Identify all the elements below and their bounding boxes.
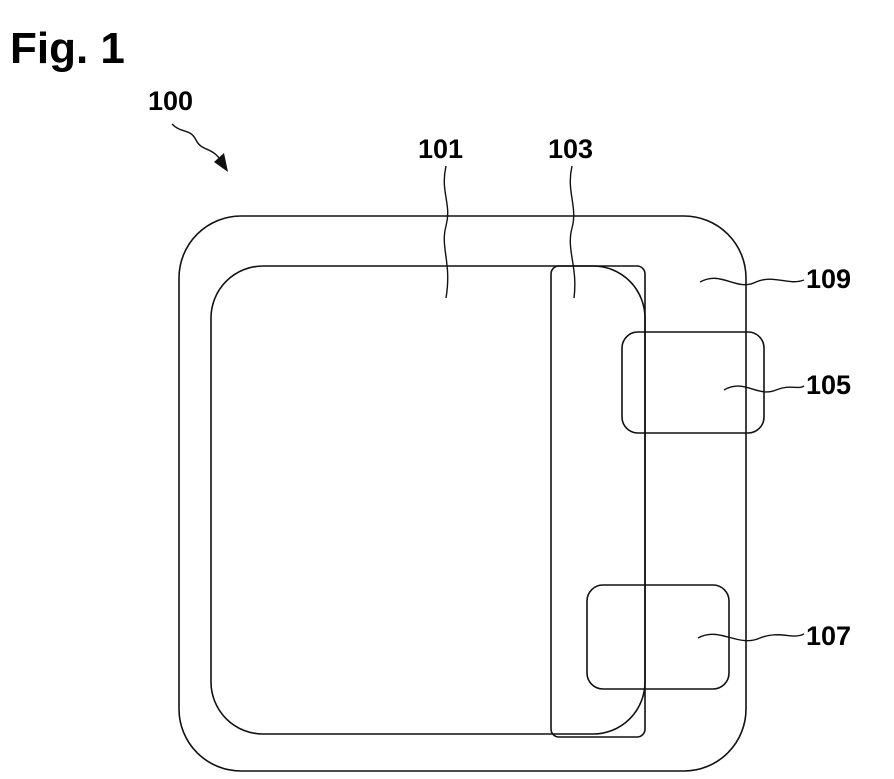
leader-109 [700,278,804,284]
label-107: 107 [806,621,851,651]
figure-title: Fig. 1 [10,24,125,73]
component-box-107 [587,585,729,689]
display-region-101 [211,266,645,734]
leader-arrow-100 [172,124,222,162]
label-105: 105 [806,370,851,400]
label-109: 109 [806,264,851,294]
strip-component-103 [551,266,645,737]
outer-housing-109 [179,216,746,771]
leader-103 [570,166,575,298]
label-103: 103 [548,134,593,164]
arrowhead-100 [214,153,228,172]
leader-107 [698,634,804,641]
label-101: 101 [418,134,463,164]
leader-101 [444,166,447,298]
label-100: 100 [148,86,193,116]
component-box-105 [622,332,764,433]
